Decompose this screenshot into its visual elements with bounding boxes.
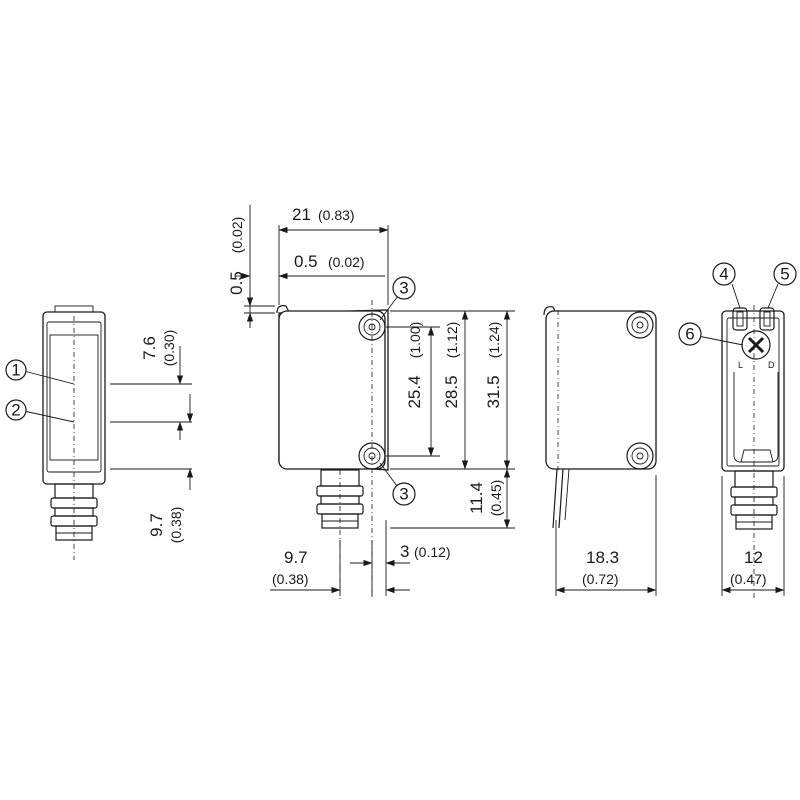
dim-0-5-vert-inch: (0.02) bbox=[229, 217, 245, 254]
dim-28-5-value: 28.5 bbox=[442, 375, 461, 408]
dim-11-4-value: 11.4 bbox=[467, 482, 486, 514]
pot-label-right: D bbox=[768, 360, 775, 370]
callout-1: 1 bbox=[11, 361, 20, 380]
potentiometer-x-icon bbox=[747, 336, 765, 354]
dim-31-5-value: 31.5 bbox=[484, 375, 503, 408]
dim-7-6-value: 7.6 bbox=[140, 336, 159, 360]
side-view-cable: 18.3 (0.72) bbox=[543, 306, 657, 596]
dim-21-inch: (0.83) bbox=[318, 207, 355, 223]
dim-12-inch: (0.47) bbox=[730, 571, 767, 587]
callout-6: 6 bbox=[685, 325, 694, 344]
dim-11-4-inch: (0.45) bbox=[488, 480, 504, 517]
callout-3-bottom: 3 bbox=[399, 485, 408, 504]
dim-9-7-bottom-inch: (0.38) bbox=[272, 571, 309, 587]
callout-2: 2 bbox=[11, 401, 20, 420]
dim-18-3-inch: (0.72) bbox=[582, 571, 619, 587]
callout-4: 4 bbox=[719, 265, 728, 284]
dim-0-5-vert-value: 0.5 bbox=[227, 271, 246, 295]
dim-0-5-top-inch: (0.02) bbox=[328, 254, 365, 270]
dim-3-value: 3 bbox=[400, 542, 409, 561]
callout-5: 5 bbox=[780, 265, 789, 284]
side-view-holes: 3 3 21 (0.83) 0.5 (0.02) 0.5 (0.02) bbox=[227, 205, 515, 600]
rear-view: L D 4 5 6 12 (0.47) bbox=[678, 262, 797, 600]
dim-31-5-inch: (1.24) bbox=[486, 322, 502, 359]
dim-9-7-bottom-value: 9.7 bbox=[284, 548, 308, 567]
dim-0-5-top-value: 0.5 bbox=[294, 252, 318, 271]
callout-3-top: 3 bbox=[399, 279, 408, 298]
pot-label-left: L bbox=[738, 360, 743, 370]
dim-25-4-inch: (1.00) bbox=[407, 322, 423, 359]
dim-3-inch: (0.12) bbox=[414, 544, 451, 560]
dim-21-value: 21 bbox=[292, 205, 311, 224]
dim-7-6-inch: (0.30) bbox=[161, 330, 177, 367]
dim-28-5-inch: (1.12) bbox=[444, 322, 460, 359]
dim-9-7-left-inch: (0.38) bbox=[168, 507, 184, 544]
dim-12-value: 12 bbox=[744, 548, 763, 567]
dim-18-3-value: 18.3 bbox=[586, 548, 619, 567]
dim-25-4-value: 25.4 bbox=[405, 375, 424, 408]
dim-9-7-left-value: 9.7 bbox=[147, 513, 166, 537]
front-view: 1 2 7.6 (0.30) 9.7 (0.38) bbox=[5, 305, 194, 560]
